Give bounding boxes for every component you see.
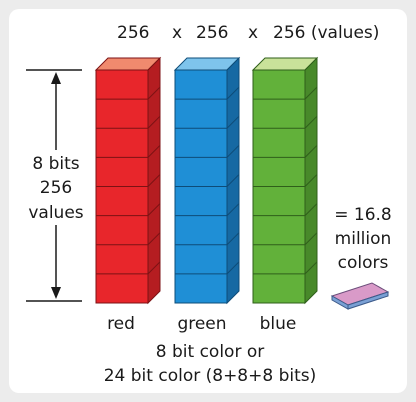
- header-times-2: x: [248, 23, 259, 43]
- blue-layer-side-line: [304, 203, 318, 216]
- green-layer-side-line: [226, 86, 240, 100]
- scale-label-bits: 8 bits: [18, 154, 94, 174]
- header-dim-green: 256: [196, 23, 229, 43]
- red-layer-side-line: [147, 174, 161, 187]
- green-layer-side-line: [226, 115, 240, 129]
- blue-layer-side-line: [304, 86, 318, 100]
- blue-layer-side-line: [304, 145, 318, 158]
- green-layer-side-line: [226, 145, 240, 158]
- green-layer-side-line: [226, 232, 240, 246]
- red-layer-side-line: [147, 86, 161, 100]
- red-layer-side-line: [147, 145, 161, 158]
- green-layer-side-line: [226, 261, 240, 275]
- scale-label-values: values: [18, 203, 94, 223]
- blue-layer-side-line: [304, 115, 318, 129]
- red-layer-side-line: [147, 115, 161, 129]
- blue-layer-side-line: [304, 174, 318, 187]
- color-channel-stacks: [94, 56, 319, 305]
- scale-label-count: 256: [18, 178, 94, 198]
- green-layer-side-line: [226, 174, 240, 187]
- blue-layer-side-line: [304, 232, 318, 246]
- result-noun: colors: [337, 253, 389, 273]
- channel-label-green: green: [177, 314, 227, 334]
- result-unit: million: [334, 229, 392, 249]
- slab-right-face: [347, 291, 389, 310]
- channel-label-red: red: [107, 314, 135, 334]
- footer-line-1: 8 bit color or: [155, 342, 265, 362]
- header-times-1: x: [172, 23, 183, 43]
- channel-label-blue: blue: [259, 314, 297, 334]
- result-value: = 16.8: [334, 205, 392, 225]
- red-layer-side-line: [147, 261, 161, 275]
- color-result-slab: [330, 282, 390, 310]
- green-layer-side-line: [226, 203, 240, 216]
- green-stack: [173, 56, 241, 305]
- bit-depth-dimension-line: [26, 69, 82, 302]
- header-dim-red: 256: [117, 23, 150, 43]
- footer-line-2: 24 bit color (8+8+8 bits): [103, 366, 317, 386]
- red-layer-side-line: [147, 203, 161, 216]
- red-stack: [94, 56, 162, 305]
- red-layer-side-line: [147, 232, 161, 246]
- blue-stack: [251, 56, 319, 305]
- blue-layer-side-line: [304, 261, 318, 275]
- header-dim-blue: 256 (values): [273, 23, 380, 43]
